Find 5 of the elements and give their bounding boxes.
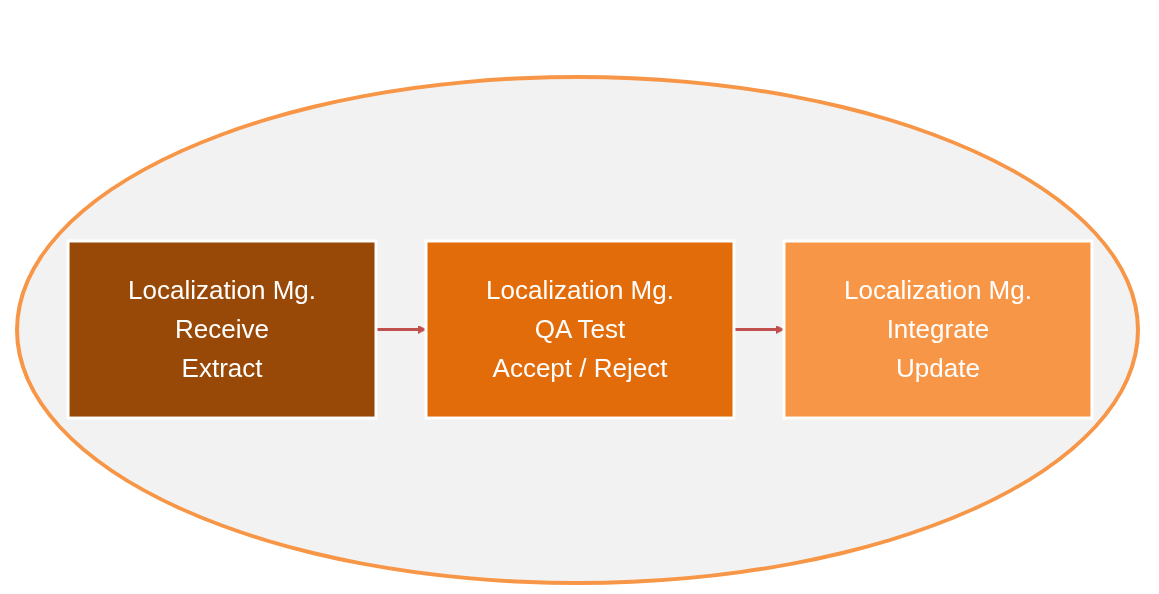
node-box: Localization Mg. Receive Extract: [66, 239, 378, 420]
node-box: Localization Mg. QA Test Accept / Reject: [424, 239, 736, 420]
arrow: [734, 325, 785, 335]
node-box: Localization Mg. Integrate Update: [782, 239, 1094, 420]
arrow: [376, 325, 427, 335]
